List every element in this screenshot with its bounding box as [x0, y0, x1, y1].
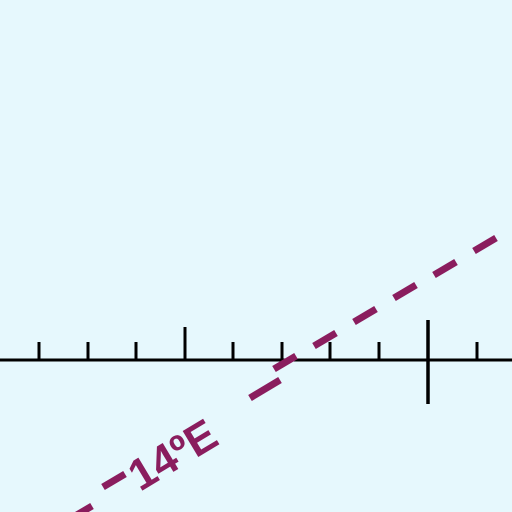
- isogonic-dash: [432, 258, 458, 279]
- scale-bar: [0, 320, 512, 404]
- isogonic-dash: [352, 305, 378, 326]
- isogonic-dash: [272, 352, 298, 373]
- isogonic-dash: [74, 502, 94, 512]
- isogonic-label: 14ºE: [120, 410, 226, 501]
- isogonic-dash: [248, 376, 282, 402]
- isogonic-dash: [101, 470, 127, 491]
- isogonic-line: [74, 234, 498, 512]
- isogonic-dash: [392, 281, 418, 302]
- isogonic-dash: [312, 329, 338, 350]
- isogonic-dash: [472, 234, 498, 255]
